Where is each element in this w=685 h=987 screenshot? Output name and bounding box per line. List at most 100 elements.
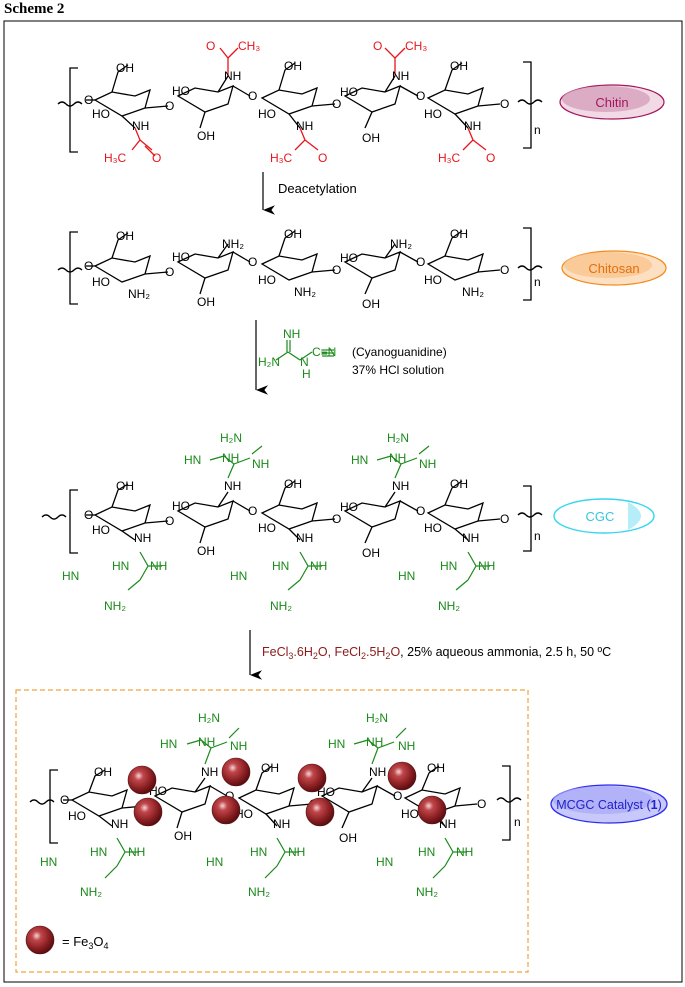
- hn-label: HN: [40, 855, 57, 869]
- hn-label: HN: [418, 845, 435, 859]
- fe3o4-legend: = Fe3O4: [25, 925, 109, 955]
- ho-label: HO: [68, 809, 86, 823]
- nh-label: NH: [366, 735, 383, 749]
- chitin-acetyl-labels: H₃C O O CH₃ H₃C O O CH₃ H₃C O: [104, 39, 495, 165]
- nh2-label: NH₂: [104, 599, 126, 613]
- o-label: O: [500, 512, 509, 526]
- mcgc-guanidine-groups: [104, 727, 467, 879]
- nh-label: NH: [392, 479, 409, 493]
- h2n-label: H₂N: [220, 431, 242, 445]
- hn-label: HN: [230, 569, 247, 583]
- nh-label: NH: [198, 735, 215, 749]
- hn-label: HN: [376, 855, 393, 869]
- hn-label: HN: [351, 453, 368, 467]
- oh-label: OH: [284, 477, 302, 491]
- oh-label: OH: [197, 129, 215, 143]
- mcgc-dashed-box: [15, 689, 529, 973]
- o-label: O: [318, 151, 327, 165]
- mcgc-guanidine-labels: H₂N NH HN NH H₂N NH HN NH HN HN NH NH₂ H…: [40, 711, 473, 899]
- n-label: n: [534, 275, 541, 289]
- fe3o4-nanoparticles: [127, 757, 447, 827]
- oh-label: OH: [197, 544, 215, 558]
- oh-label: OH: [284, 227, 302, 241]
- hn-label: HN: [90, 845, 107, 859]
- h2n-label: H₂N: [198, 711, 220, 725]
- cgc-structure: OH O HO O HO OH O OH HO O HO OH O OH HO …: [41, 431, 655, 613]
- outer-frame: [3, 20, 683, 983]
- o-label: O: [248, 255, 257, 269]
- nh-label: NH: [478, 559, 495, 573]
- o-label: O: [500, 97, 509, 111]
- oh-label: OH: [362, 131, 380, 145]
- n-label: n: [534, 529, 541, 543]
- chitosan-badge: Chitosan: [561, 250, 667, 286]
- hn-label: HN: [206, 855, 223, 869]
- scheme-title: Scheme 2: [4, 1, 65, 17]
- nh-label: NH: [150, 559, 167, 573]
- chitosan-backbone: [57, 227, 543, 305]
- o-label: O: [84, 259, 93, 273]
- step2-conditions: 37% HCl solution: [352, 363, 444, 377]
- nh-label: NH: [392, 69, 409, 83]
- hn-label: HN: [160, 737, 177, 751]
- o-label: O: [332, 512, 341, 526]
- hn-label: HN: [398, 569, 415, 583]
- o-label: O: [60, 793, 69, 807]
- nh2-label: NH₂: [390, 237, 412, 251]
- hn-label: HN: [440, 559, 457, 573]
- nh2-label: NH₂: [416, 885, 438, 899]
- n-label: n: [514, 815, 521, 829]
- o-label: O: [393, 789, 402, 803]
- oh-label: OH: [450, 59, 468, 73]
- nh-label: NH: [462, 531, 479, 545]
- nanoparticle: [297, 763, 327, 793]
- h2n-label: H₂N: [366, 711, 388, 725]
- legend-nanoparticle-icon: [25, 925, 55, 955]
- h3c-label: H₃C: [270, 151, 293, 165]
- o-label: O: [416, 504, 425, 518]
- ch3-label: CH₃: [238, 39, 260, 53]
- mcgc-labels: OH O HO O HO OH O OH HO O HO OH O OH HO …: [60, 761, 521, 845]
- step2-reagent-name: (Cyanoguanidine): [352, 345, 447, 359]
- ho-label: HO: [424, 107, 442, 121]
- nh2-label: NH₂: [462, 285, 484, 299]
- nh2-label: NH₂: [438, 599, 460, 613]
- nanoparticle: [417, 795, 447, 825]
- nh2-label: NH₂: [248, 885, 270, 899]
- ho-label: HO: [340, 500, 358, 514]
- oh-label: OH: [174, 829, 192, 843]
- legend-label: = Fe3O4: [62, 934, 109, 951]
- nh-label: NH: [273, 817, 290, 831]
- ho-label: HO: [340, 251, 358, 265]
- ho-label: HO: [92, 523, 110, 537]
- chitosan-badge-label: Chitosan: [588, 261, 639, 276]
- h3c-label: H₃C: [104, 151, 127, 165]
- nanoparticle: [387, 761, 417, 791]
- nh-label: NH: [252, 457, 269, 471]
- oh-label: OH: [339, 831, 357, 845]
- nh-label: NH: [111, 817, 128, 831]
- oh-label: OH: [116, 61, 134, 75]
- nh-label: NH: [222, 451, 239, 465]
- ho-label: HO: [172, 250, 190, 264]
- nh-label: NH: [230, 739, 247, 753]
- chitosan-labels: OH O HO NH₂ O HO NH₂ OH O OH HO NH₂ O HO…: [84, 227, 541, 311]
- nh2-label: NH₂: [222, 237, 244, 251]
- o-label: O: [477, 797, 486, 811]
- nh-label: NH: [132, 119, 149, 133]
- nh-label: NH: [224, 69, 241, 83]
- h3c-label: H₃C: [438, 151, 461, 165]
- nh-label: NH: [128, 845, 145, 859]
- o-label: O: [165, 99, 174, 113]
- o-label: O: [332, 263, 341, 277]
- ho-label: HO: [258, 273, 276, 287]
- hn-label: HN: [328, 737, 345, 751]
- hn-label: HN: [112, 559, 129, 573]
- ho-label: HO: [258, 521, 276, 535]
- mcgc-backbone: [29, 765, 522, 844]
- cgc-backbone: [41, 480, 543, 554]
- hn-label: HN: [184, 453, 201, 467]
- n-label: n: [534, 123, 541, 137]
- o-label: O: [152, 151, 161, 165]
- oh-label: OH: [94, 765, 112, 779]
